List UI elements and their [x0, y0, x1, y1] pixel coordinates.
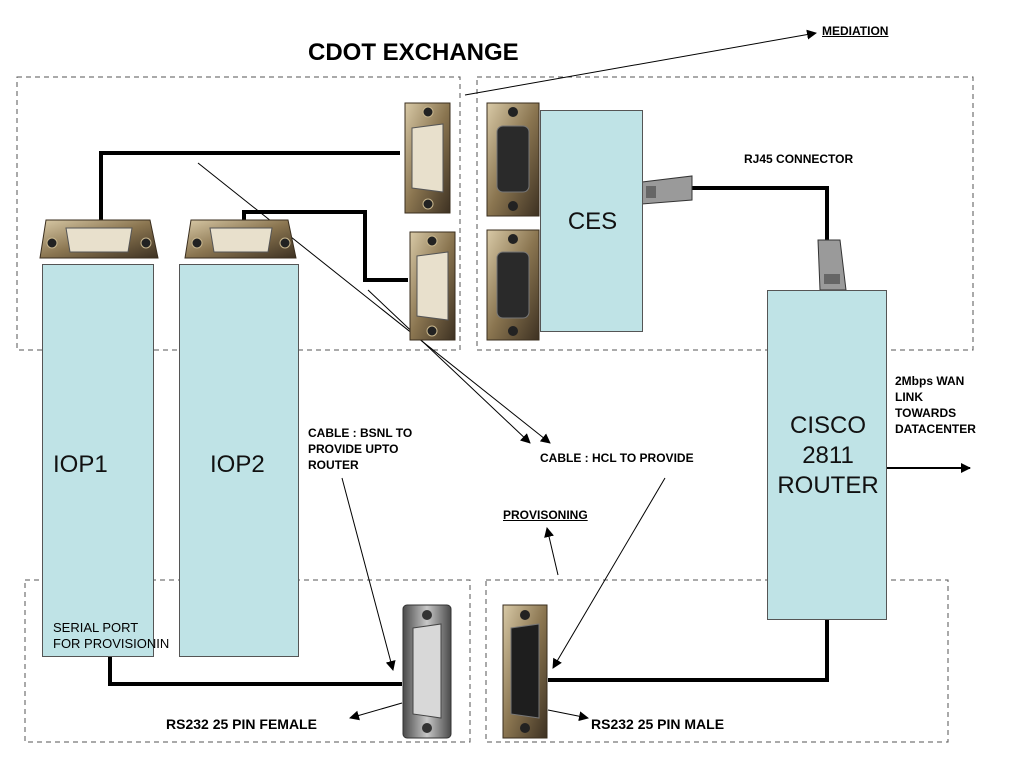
cable-router-to-db25	[548, 620, 829, 682]
mediation-label: MEDIATION	[822, 24, 889, 38]
diagram-title: CDOT EXCHANGE	[308, 39, 519, 66]
ces-region	[476, 76, 974, 351]
iop2-card: IOP2	[179, 264, 299, 657]
rs232-male-label: RS232 25 PIN MALE	[591, 716, 725, 732]
rj45-plug-ces	[641, 175, 693, 205]
mediation-arrow	[464, 29, 817, 96]
hcl-to-db25-arrow	[552, 477, 666, 669]
provisioning-arrow	[544, 527, 559, 576]
female-label-arrow	[349, 702, 403, 721]
db9-connector-ces-bottom	[486, 229, 540, 341]
hcl-cable-arrow-1	[197, 162, 551, 444]
ces-label: CES	[567, 208, 618, 235]
provisioning-region-right	[485, 579, 949, 743]
iop2-label: IOP2	[210, 451, 265, 478]
hcl-cable-arrow-2	[367, 289, 531, 444]
db25-female-connector	[402, 604, 452, 739]
iop1-label: IOP1	[53, 451, 108, 478]
provisioning-region-left	[24, 579, 471, 743]
db25-male-connector	[502, 604, 548, 739]
rs232-female-label: RS232 25 PIN FEMALE	[166, 716, 317, 732]
db9-connector-ces-top	[486, 102, 540, 217]
cable-iop1-to-db25	[108, 656, 402, 686]
db9-connector-iop2	[184, 219, 297, 259]
cable-ces-to-router	[692, 186, 829, 240]
male-label-arrow	[547, 709, 589, 722]
provisioning-label: PROVISONING	[503, 508, 588, 522]
cisco-router-label: CISCO 2811 ROUTER	[777, 412, 879, 499]
wan-link-label: 2Mbps WAN LINK TOWARDS DATACENTER	[895, 374, 976, 436]
rj45-connector-label: RJ45 CONNECTOR	[744, 152, 854, 166]
iop1-card: IOP1	[42, 264, 154, 657]
cable-hcl-label: CABLE : HCL TO PROVIDE	[540, 451, 694, 465]
serial-port-label: SERIAL PORT FOR PROVISIONIN	[53, 620, 170, 651]
db9-connector-exchange-bottom	[409, 231, 456, 341]
cable-bsnl-label: CABLE : BSNL TO PROVIDE UPTO ROUTER	[308, 426, 413, 472]
db9-connector-exchange-top	[404, 102, 451, 214]
bsnl-cable-arrow	[341, 477, 396, 671]
cable-iop1-to-db9	[99, 151, 400, 222]
db9-connector-iop1	[39, 219, 159, 259]
ces-card: CES	[540, 110, 643, 332]
cable-iop2-to-db9	[242, 210, 408, 282]
cisco-router: CISCO 2811 ROUTER	[767, 290, 887, 620]
rj45-plug-router	[817, 239, 847, 291]
